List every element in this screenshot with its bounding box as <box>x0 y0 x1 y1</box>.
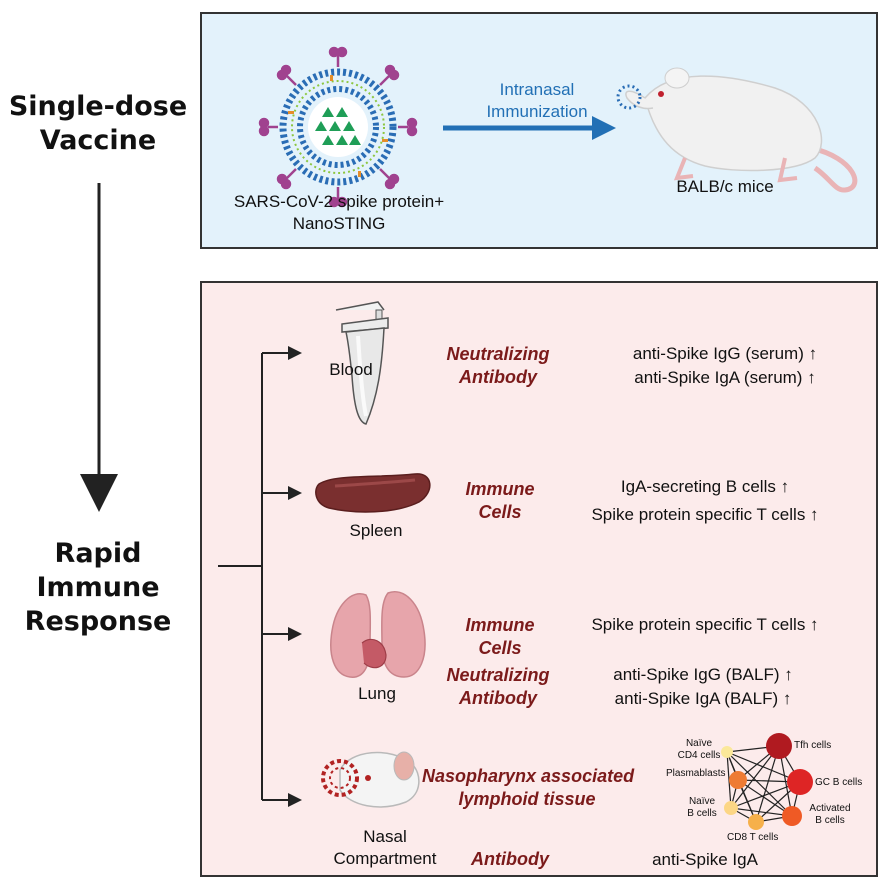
result-line: IgA-secreting B cells ↑ <box>620 477 790 496</box>
category-neutralizing-antibody: Neutralizing Antibody <box>428 343 568 389</box>
category-line-1: Neutralizing <box>446 665 550 685</box>
organ-spleen-label: Spleen <box>349 521 403 540</box>
result-line: anti-Spike IgA (serum) ↑ <box>634 368 816 387</box>
vaccine-line-1: SARS-CoV-2 spike protein+ <box>233 192 445 211</box>
category-line-2: Cells <box>478 502 522 522</box>
label-naive-b: Naïve B cells <box>680 796 724 820</box>
net-label-line: Naïve <box>688 796 716 807</box>
category-neutralizing-antibody: Neutralizing Antibody <box>428 664 568 710</box>
node-activated-b <box>782 806 802 826</box>
title-line-1: Rapid <box>54 538 142 569</box>
category-line-1: Immune <box>465 479 535 499</box>
net-label-line: B cells <box>687 808 717 819</box>
node-plasmablasts <box>729 771 747 789</box>
rapid-immune-response-title: Rapid Immune Response <box>0 537 196 639</box>
route-label: Intranasal Immunization <box>462 79 612 123</box>
net-label-line: Activated <box>809 803 851 814</box>
title-line-2: Immune <box>36 572 160 603</box>
category-line-2: Antibody <box>459 367 537 387</box>
blood-tube-icon <box>335 301 389 425</box>
nanoparticle-icon <box>258 46 418 208</box>
label-naive-cd4: Naïve CD4 cells <box>673 738 725 762</box>
category-nalt: Nasopharynx associated lymphoid tissue <box>422 765 635 811</box>
category-line-2: Cells <box>478 638 522 658</box>
lung-icon <box>330 591 426 678</box>
route-line-1: Intranasal <box>499 80 575 99</box>
lung-antibody-results: anti-Spike IgG (BALF) ↑ anti-Spike IgA (… <box>568 663 838 711</box>
label-gc-b: GC B cells <box>815 777 863 788</box>
result-line: anti-Spike IgA (BALF) ↑ <box>614 689 792 708</box>
category-line-1: Neutralizing <box>446 344 550 364</box>
node-cd8 <box>748 814 764 830</box>
vaccine-label: SARS-CoV-2 spike protein+ NanoSTING <box>214 191 464 235</box>
label-plasmablasts: Plasmablasts <box>666 768 726 779</box>
organ-line-2: Compartment <box>333 849 437 868</box>
node-naive-cd4 <box>721 746 733 758</box>
category-line-1: Nasopharynx associated <box>422 766 635 786</box>
category-immune-cells: Immune Cells <box>440 478 560 524</box>
category-line-1: Immune <box>465 615 535 635</box>
lung-results: Spike protein specific T cells ↑ <box>560 613 850 637</box>
organ-lung-label: Lung <box>358 684 396 703</box>
organ-nasal-label: Nasal Compartment <box>330 826 440 870</box>
single-dose-vaccine-title: Single-dose Vaccine <box>0 90 196 158</box>
result-line: anti-Spike IgG (BALF) ↑ <box>613 665 793 684</box>
net-label-line: CD4 cells <box>677 750 721 761</box>
net-label-line: B cells <box>815 815 845 826</box>
category-antibody: Antibody <box>471 849 549 869</box>
node-tfh <box>766 733 792 759</box>
spleen-results: IgA-secreting B cells ↑ Spike protein sp… <box>560 473 850 529</box>
nasal-result: anti-Spike IgA <box>652 850 758 869</box>
label-tfh: Tfh cells <box>794 740 832 751</box>
spleen-icon <box>315 473 431 513</box>
organ-line-1: Nasal <box>363 827 407 846</box>
blood-results: anti-Spike IgG (serum) ↑ anti-Spike IgA … <box>582 342 868 390</box>
category-immune-cells: Immune Cells <box>440 614 560 660</box>
mouse-icon <box>616 67 858 193</box>
title-line-2: Vaccine <box>39 125 157 156</box>
category-line-2: Antibody <box>459 688 537 708</box>
mouse-head-icon <box>321 751 420 808</box>
mice-label: BALB/c mice <box>676 177 774 196</box>
response-panel <box>200 281 878 877</box>
title-line-1: Single-dose <box>8 91 188 122</box>
category-line-2: lymphoid tissue <box>458 789 596 809</box>
vaccine-line-2: NanoSTING <box>292 214 386 233</box>
net-label-line: Naïve <box>685 738 713 749</box>
result-line: Spike protein specific T cells ↑ <box>591 505 819 524</box>
route-line-2: Immunization <box>486 102 588 121</box>
result-line: Spike protein specific T cells ↑ <box>591 615 819 634</box>
result-line: anti-Spike IgG (serum) ↑ <box>632 344 818 363</box>
node-gc-b <box>787 769 813 795</box>
label-activated-b: Activated B cells <box>805 803 855 827</box>
organ-blood-label: Blood <box>329 360 373 379</box>
node-naive-b <box>724 801 738 815</box>
title-line-3: Response <box>24 606 172 637</box>
label-cd8: CD8 T cells <box>727 832 779 843</box>
